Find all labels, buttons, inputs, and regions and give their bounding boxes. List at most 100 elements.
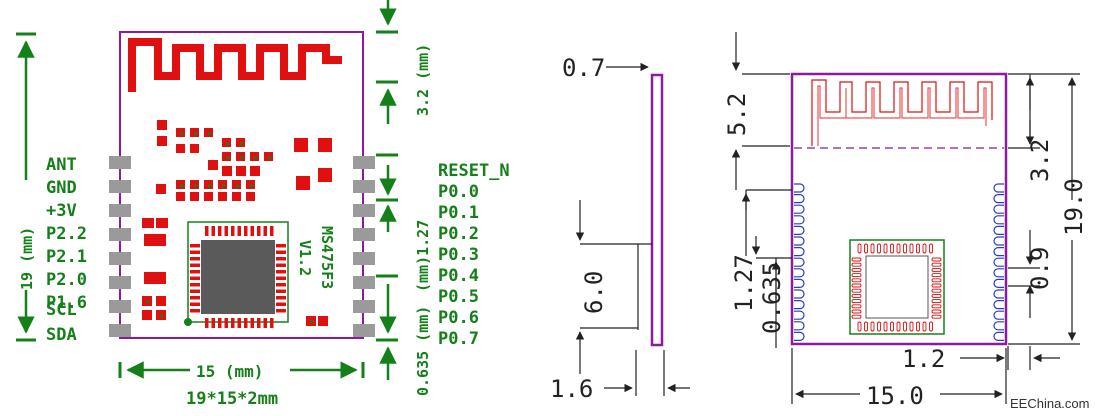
- castellation: [794, 278, 805, 288]
- chip-pin: [250, 318, 254, 328]
- antenna-dim-label: 3.2 (mm): [414, 44, 432, 116]
- pad: [109, 252, 131, 265]
- top-margin-label: 5.2: [723, 93, 751, 136]
- chip-pin: [257, 318, 261, 328]
- chip-pin: [270, 318, 274, 328]
- antenna-height-label: 3.2: [1026, 139, 1054, 182]
- left-pin-labels: ANT GND +3V P2.2 P2.1 P2.0 P1.6 SCL SDA: [46, 155, 87, 345]
- width-label: 15 (mm): [196, 362, 263, 381]
- castellation: [993, 225, 1004, 235]
- chip-pin: [218, 318, 222, 328]
- pad-dim-label: 0.635 (mm): [414, 306, 432, 396]
- chip-pin: [931, 309, 942, 314]
- pin-label: P2.1: [46, 247, 87, 267]
- chip-pin: [190, 276, 200, 280]
- chip-pin: [851, 283, 862, 288]
- chip-pin: [276, 263, 286, 267]
- pin-label: P0.3: [438, 245, 479, 265]
- castellation: [993, 300, 1004, 310]
- footprint-dimensions: [731, 32, 1080, 404]
- chip-pin: [263, 226, 267, 236]
- castellation: [993, 236, 1004, 246]
- chip-pin: [883, 243, 888, 254]
- pin-label: SDA: [46, 325, 77, 345]
- chip-pin: [851, 262, 862, 267]
- chip-pin: [276, 270, 286, 274]
- chip-pin: [276, 250, 286, 254]
- pin1-dot: [184, 318, 192, 326]
- chip-pin: [851, 293, 862, 298]
- chip-pin: [190, 250, 200, 254]
- castellation: [794, 225, 805, 235]
- pin-label: P0.7: [438, 329, 479, 349]
- antenna-trace: [128, 38, 342, 92]
- pin-label: P0.1: [438, 203, 479, 223]
- size-label: 19*15*2mm: [186, 389, 278, 409]
- castellation: [794, 300, 805, 310]
- pin-label: SCL: [46, 300, 77, 320]
- pad: [109, 156, 131, 169]
- chip-pin: [224, 226, 228, 236]
- pin-label: P2.2: [46, 224, 87, 244]
- castellation: [993, 247, 1004, 257]
- right-pin-labels: RESET_N P0.0 P0.1 P0.2 P0.3 P0.4 P0.5 P0…: [438, 161, 510, 349]
- chip-pin: [916, 243, 920, 254]
- chip-pin: [870, 243, 875, 254]
- chip-pin: [857, 321, 862, 332]
- right-dimension-lines: [376, 0, 398, 380]
- castellation: [993, 183, 1004, 193]
- chip-pin: [931, 314, 942, 319]
- chip-pin: [276, 289, 286, 293]
- side-view: 0.7 6.0 1.6: [550, 54, 690, 403]
- pin-label: P0.6: [438, 308, 479, 328]
- pad: [109, 300, 131, 313]
- pad: [109, 324, 131, 337]
- pin-label: P0.4: [438, 266, 479, 286]
- chip-pin: [931, 267, 942, 272]
- chip-pin: [896, 243, 901, 254]
- chip-pin: [205, 318, 209, 328]
- chip-pin: [276, 283, 286, 287]
- chip-pin: [851, 299, 862, 304]
- chip-pin: [931, 288, 942, 293]
- chip-pin: [929, 321, 933, 332]
- castellation: [794, 310, 805, 320]
- chip-pin: [903, 321, 907, 332]
- pad: [109, 204, 131, 217]
- chip-pin: [250, 226, 254, 236]
- side-outline: [650, 73, 664, 347]
- pad: [353, 276, 375, 289]
- chip-pin: [909, 243, 914, 254]
- chip-pin: [276, 257, 286, 261]
- castellation: [794, 257, 805, 267]
- pad: [353, 180, 375, 193]
- footprint-view: [790, 72, 1008, 346]
- castellation: [993, 215, 1004, 225]
- chip-pin: [916, 321, 920, 332]
- total-height-label: 19.0: [1060, 178, 1088, 236]
- pad: [353, 300, 375, 313]
- chip-pin: [190, 244, 200, 248]
- chip-pin: [211, 318, 215, 328]
- pin-label: GND: [46, 178, 77, 198]
- total-width-label: 15.0: [866, 382, 924, 410]
- chip-pin: [931, 262, 942, 267]
- chip-pin: [851, 278, 862, 283]
- right-pad-row: [353, 156, 375, 337]
- castellation: [794, 215, 805, 225]
- chip-pin: [929, 243, 933, 254]
- chip-pin: [864, 243, 868, 254]
- chip-pin: [870, 321, 875, 332]
- castellation: [794, 204, 805, 214]
- chip-pin: [883, 321, 888, 332]
- footprint-outline: [790, 72, 1008, 346]
- chip-pin: [931, 273, 942, 278]
- chip-pin: [244, 318, 248, 328]
- height-label: 19 (mm): [18, 227, 36, 290]
- chip-pin: [851, 288, 862, 293]
- castellation: [794, 331, 805, 341]
- chip-pin: [190, 263, 200, 267]
- chip-pin: [931, 283, 942, 288]
